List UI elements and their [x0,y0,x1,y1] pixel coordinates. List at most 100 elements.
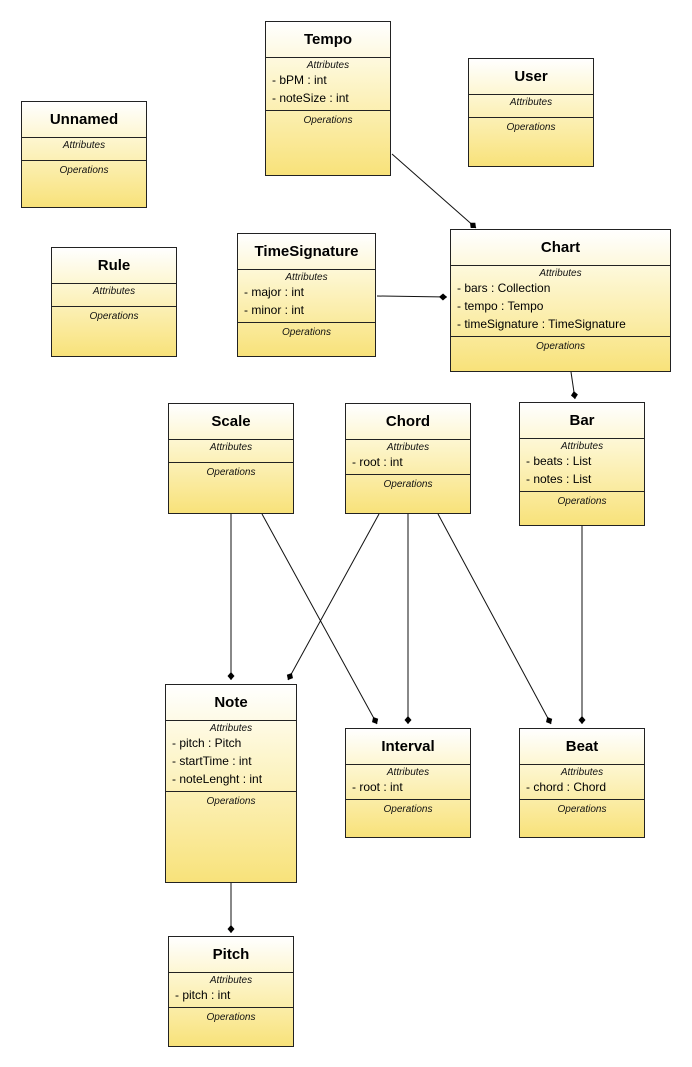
composition-diamond [372,716,379,724]
operations-header: Operations [206,467,256,478]
class-name: Chord [346,404,470,440]
class-name: Tempo [266,22,390,58]
operations-section: Operations [346,475,470,513]
attributes-section: Attributes [469,95,593,118]
class-name: Beat [520,729,644,765]
operations-header: Operations [536,341,585,352]
class-name: User [469,59,593,95]
class-name: Interval [346,729,470,765]
attribute-row: - bPM : int [272,73,327,87]
attributes-section: Attributes - pitch : Pitch - startTime : i… [166,721,296,792]
operations-section: Operations [346,800,470,837]
relation-chart-bar [570,371,578,400]
attributes-section: Attributes - bPM : int - noteSize : int [266,58,390,111]
operations-header: Operations [282,327,331,338]
attribute-row: - startTime : int [172,754,252,768]
attributes-header: Attributes [386,767,430,778]
attribute-row: - pitch : int [175,988,231,1002]
operations-header: Operations [557,496,607,507]
operations-section: Operations [266,111,390,175]
composition-diamond [578,716,586,724]
operations-header: Operations [383,804,433,815]
attribute-row: - root : int [352,780,403,794]
operations-header: Operations [506,122,556,133]
operations-header: Operations [557,804,607,815]
composition-diamond [570,391,578,399]
composition-diamond [404,716,412,724]
operations-section: Operations [238,323,375,356]
operations-header: Operations [303,115,353,126]
operations-header: Operations [383,479,433,490]
operations-header: Operations [89,311,139,322]
attributes-section: Attributes - bars : Collection - tempo : T… [451,266,670,337]
operations-header: Operations [59,165,109,176]
relation-chord-interval [404,514,412,724]
relation-bar-beat [578,526,586,724]
attribute-row: - minor : int [244,303,305,317]
operations-section: Operations [166,792,296,882]
relation-chord-beat [437,513,553,725]
composition-diamond [286,672,293,680]
attribute-row: - root : int [352,455,403,469]
operations-header: Operations [206,1012,256,1023]
attribute-row: - pitch : Pitch [172,736,242,750]
operations-section: Operations [520,800,644,837]
attributes-section: Attributes [22,138,146,161]
attributes-header: Attributes [285,272,328,283]
relation-line [570,371,576,400]
attributes-header: Attributes [92,286,136,297]
attribute-row: - bars : Collection [457,281,551,295]
relation-line [437,513,552,725]
attributes-header: Attributes [62,140,106,151]
composition-diamond [469,222,476,228]
operations-section: Operations [469,118,593,166]
class-name: Note [166,685,296,721]
attributes-header: Attributes [560,767,604,778]
operations-section: Operations [451,337,670,371]
relation-timesignature-chart [376,293,448,301]
class-name: Pitch [169,937,293,973]
class-name: Unnamed [22,102,146,138]
attributes-section: Attributes - pitch : int [169,973,293,1008]
relation-line [376,295,448,298]
attributes-section: Attributes [52,284,176,307]
attributes-header: Attributes [209,723,253,734]
class-name: Rule [52,248,176,284]
attributes-header: Attributes [509,97,553,108]
attributes-header: Attributes [539,268,582,279]
attributes-header: Attributes [209,975,253,986]
operations-section: Operations [169,1008,293,1046]
operations-section: Operations [169,463,293,513]
operations-section: Operations [52,307,176,356]
relation-line [287,513,380,681]
attribute-row: - timeSignature : TimeSignature [457,317,626,331]
attribute-row: - noteSize : int [272,91,349,105]
attributes-header: Attributes [209,442,253,453]
attribute-row: - notes : List [526,472,592,486]
composition-diamond [227,925,235,933]
attributes-header: Attributes [560,441,604,452]
attribute-row: - tempo : Tempo [457,299,544,313]
attributes-section: Attributes- root : int [346,440,470,475]
operations-section: Operations [520,492,644,525]
composition-diamond [546,716,553,724]
operations-section: Operations [22,161,146,207]
attributes-header: Attributes [306,60,350,71]
relation-tempo-chart [391,153,477,229]
relation-scale-note [227,514,235,680]
operations-header: Operations [206,796,256,807]
